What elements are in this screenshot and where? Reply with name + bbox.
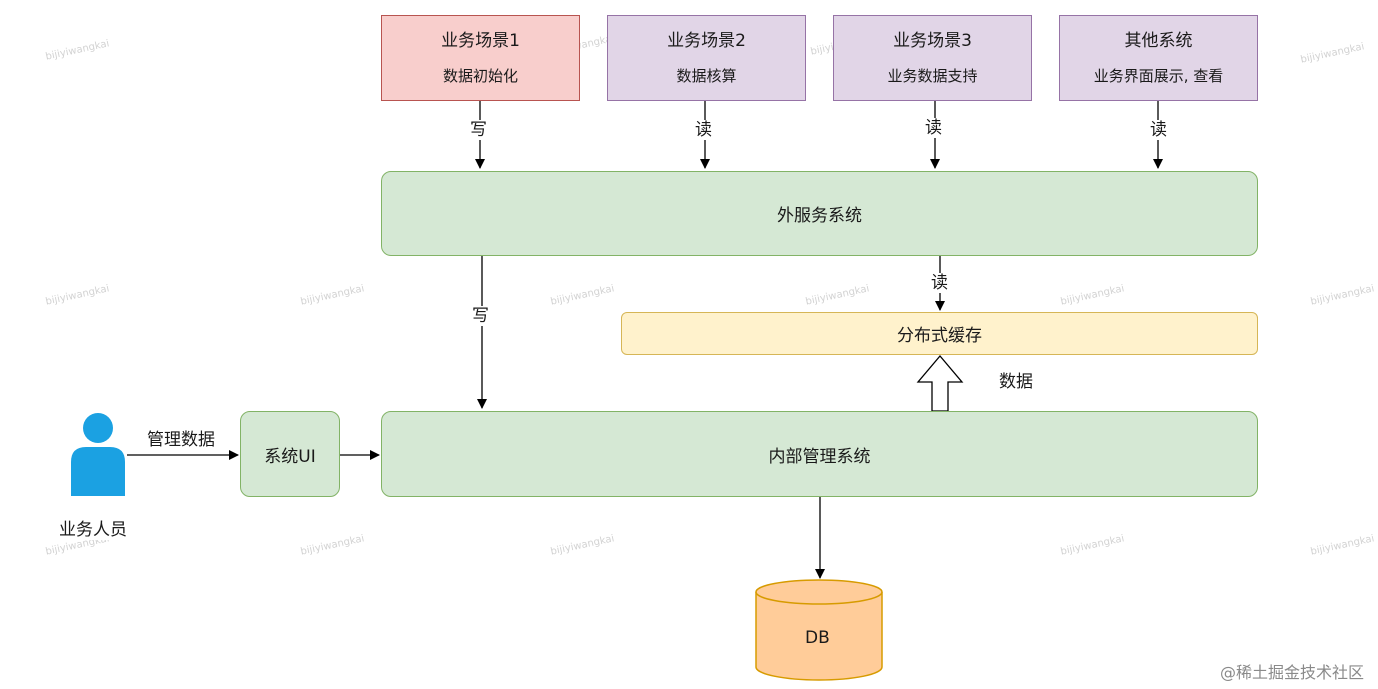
internal-system-label: 内部管理系统 bbox=[768, 446, 871, 467]
outer-service-system: 外服务系统 bbox=[381, 171, 1258, 256]
outer-service-label: 外服务系统 bbox=[777, 206, 862, 226]
label-data-push: 数据 bbox=[998, 372, 1034, 392]
other-systems-subtitle: 业务界面展示, 查看 bbox=[1093, 67, 1224, 85]
user-actor-icon bbox=[71, 413, 125, 496]
scenario-1-subtitle: 数据初始化 bbox=[442, 67, 518, 85]
distributed-cache: 分布式缓存 bbox=[621, 312, 1258, 355]
database-icon bbox=[755, 579, 883, 681]
scenario-2-subtitle: 数据核算 bbox=[676, 67, 737, 85]
scenario-3-box: 业务场景3 业务数据支持 bbox=[833, 15, 1032, 101]
system-ui: 系统UI bbox=[240, 411, 340, 497]
scenario-1-box: 业务场景1 数据初始化 bbox=[381, 15, 580, 101]
system-ui-label: 系统UI bbox=[264, 446, 316, 467]
cache-label: 分布式缓存 bbox=[897, 326, 982, 346]
db-label: DB bbox=[805, 628, 830, 648]
scenario-3-title: 业务场景3 bbox=[893, 31, 972, 51]
actor-label: 业务人员 bbox=[58, 520, 128, 540]
other-systems-title: 其他系统 bbox=[1124, 31, 1193, 51]
label-s2-read: 读 bbox=[694, 120, 713, 140]
scenario-3-subtitle: 业务数据支持 bbox=[887, 67, 978, 85]
label-s3-read: 读 bbox=[924, 118, 943, 138]
scenario-2-title: 业务场景2 bbox=[667, 31, 746, 51]
label-s1-write: 写 bbox=[469, 120, 488, 140]
scenario-1-title: 业务场景1 bbox=[441, 31, 520, 51]
other-systems-box: 其他系统 业务界面展示, 查看 bbox=[1059, 15, 1258, 101]
label-cache-read: 读 bbox=[930, 273, 949, 293]
data-block-arrow bbox=[916, 354, 964, 412]
internal-management-system: 内部管理系统 bbox=[381, 411, 1258, 497]
label-s4-read: 读 bbox=[1149, 120, 1168, 140]
label-manage-data: 管理数据 bbox=[146, 430, 216, 450]
footer-watermark: @稀土掘金技术社区 bbox=[1219, 663, 1364, 682]
scenario-2-box: 业务场景2 数据核算 bbox=[607, 15, 806, 101]
label-outer-internal-write: 写 bbox=[471, 306, 490, 326]
